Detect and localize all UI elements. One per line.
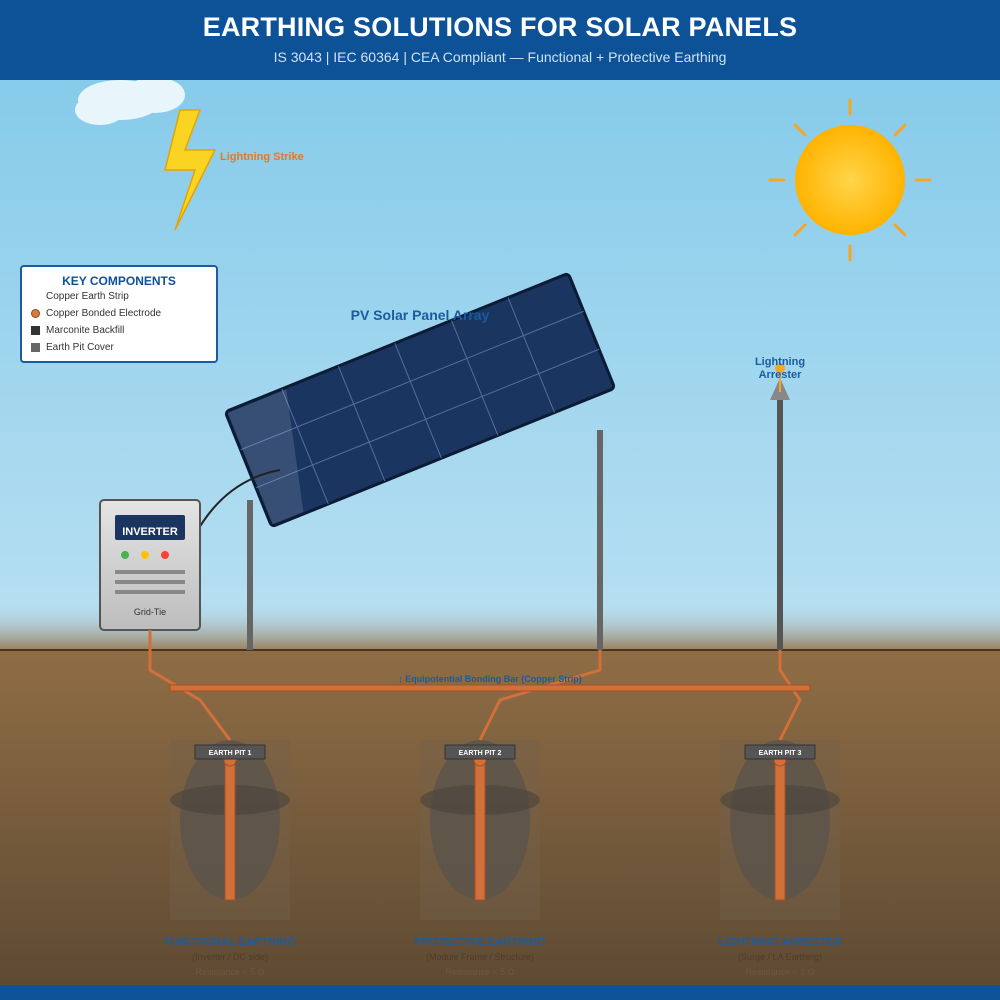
pit-resistance: Resistance < 5 Ω [445,967,514,977]
pit-resistance: Resistance < 1 Ω [745,967,814,977]
copper-electrode-icon [31,309,40,318]
pit-caption-3: LIGHTNING ARRESTER (Surge / LA Earthing)… [718,936,842,977]
legend-item-copper-earth-strip: Copper Earth Strip [22,288,216,305]
lightning-label: Lightning Strike [220,151,304,163]
inverter-led-red [161,551,169,559]
panel-label: PV Solar Panel Array [351,307,490,323]
copper-electrode [774,759,786,901]
pit-tag-label: EARTH PIT 2 [459,750,502,757]
copper-electrode [224,759,236,901]
sun-icon [768,98,932,262]
page-subtitle: IS 3043 | IEC 60364 | CEA Compliant — Fu… [273,49,727,65]
header-banner: EARTHING SOLUTIONS FOR SOLAR PANELS IS 3… [0,0,1000,80]
cloud-icon [75,77,185,125]
legend-item-label: Marconite Backfill [46,325,125,336]
copper-electrode [474,759,486,901]
inverter-led-yellow [141,551,149,559]
pit-title: FUNCTIONAL EARTHING [164,936,296,948]
panel-support-post-left [247,500,253,650]
pit-cover-square-icon [31,343,40,352]
legend-item-earth-pit-cover: Earth Pit Cover [22,339,216,356]
legend-item-label: Copper Bonded Electrode [46,308,162,319]
panel-support-post-right [597,430,603,650]
pit-tag-label: EARTH PIT 3 [759,750,802,757]
key-components-legend: KEY COMPONENTS Copper Earth Strip Copper… [20,265,218,363]
backfill-square-icon [31,326,40,335]
pit-caption-2: PROTECTIVE EARTHING (Module Frame / Stru… [415,936,546,977]
legend-title: KEY COMPONENTS [62,274,176,288]
pit-desc: (Inverter / DC side) [192,952,268,962]
legend-item-label: Earth Pit Cover [46,342,114,353]
lightning-bolt-icon [164,109,217,231]
footer-bar [0,985,1000,1000]
inverter-title: INVERTER [122,526,178,538]
lightning-arrester-mast [777,395,783,650]
dc-cable [194,469,281,536]
equipotential-bonding-bar [169,684,811,692]
legend-item-label: Copper Earth Strip [46,291,129,302]
legend-item-copper-bonded-electrode: Copper Bonded Electrode [22,305,216,322]
solar-panel-array [224,272,616,528]
pit-tag-2: EARTH PIT 2 [444,744,516,760]
pit-resistance: Resistance < 5 Ω [195,967,264,977]
earth-pit-3 [720,740,840,920]
arrester-label-line2: Arrester [759,369,803,381]
pit-tag-1: EARTH PIT 1 [194,744,266,760]
arrester-label-line1: Lightning [755,356,805,368]
pit-title: PROTECTIVE EARTHING [415,936,546,948]
pit-tag-3: EARTH PIT 3 [744,744,816,760]
bonding-bar-label: ↕ Equipotential Bonding Bar (Copper Stri… [398,674,582,684]
pit-desc: (Module Frame / Structure) [426,952,534,962]
pit-caption-1: FUNCTIONAL EARTHING (Inverter / DC side)… [164,936,296,977]
legend-item-marconite-backfill: Marconite Backfill [22,322,216,339]
earth-pit-2 [420,740,540,920]
inverter-subtitle: Grid-Tie [134,607,166,617]
inverter-led-green [121,551,129,559]
pit-desc: (Surge / LA Earthing) [738,952,822,962]
page-title: EARTHING SOLUTIONS FOR SOLAR PANELS [202,12,798,42]
earth-pit-1 [170,740,290,920]
pit-title: LIGHTNING ARRESTER [718,936,842,948]
pit-tag-label: EARTH PIT 1 [209,750,252,757]
